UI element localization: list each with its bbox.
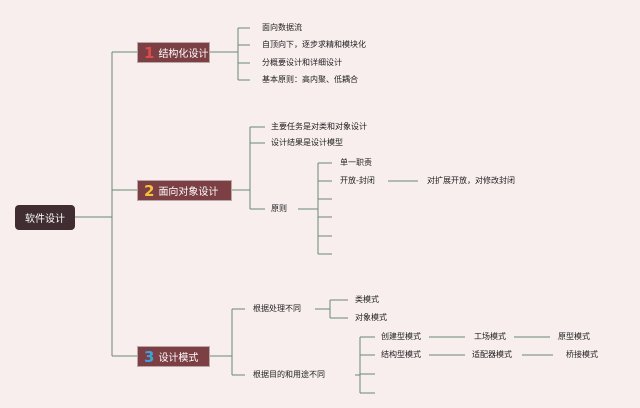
leaf-basic-principle: 基本原则：高内聚、低耦合 [262, 75, 358, 84]
leaf-by-purpose: 根据目的和用途不同 [253, 370, 325, 379]
leaf-design-result: 设计结果是设计模型 [271, 138, 343, 147]
leaf-prototype: 原型模式 [558, 332, 590, 341]
leaf-top-down: 自顶向下，逐步求精和模块化 [262, 40, 366, 49]
leaf-open-closed-desc: 对扩展开放，对修改封闭 [427, 176, 515, 185]
number-1-icon: 1 [144, 43, 155, 62]
leaf-class-pattern: 类模式 [355, 295, 379, 304]
branch-oo-design: 2 面向对象设计 [137, 180, 232, 201]
root-node: 软件设计 [15, 205, 75, 230]
leaf-structural: 结构型模式 [381, 350, 421, 359]
leaf-object-pattern: 对象模式 [355, 313, 387, 322]
branch-label: 面向对象设计 [158, 187, 219, 198]
leaf-open-closed: 开放-封闭 [340, 176, 375, 185]
leaf-by-processing: 根据处理不同 [253, 304, 301, 313]
leaf-principles: 原则 [271, 204, 287, 213]
leaf-factory: 工场模式 [474, 332, 506, 341]
leaf-single-responsibility: 单一职责 [340, 158, 372, 167]
leaf-bridge: 桥接模式 [566, 350, 598, 359]
root-label: 软件设计 [25, 214, 65, 225]
branch-label: 结构化设计 [158, 49, 209, 60]
leaf-outline-detail: 分概要设计和详细设计 [262, 58, 342, 67]
leaf-adapter: 适配器模式 [472, 350, 512, 359]
leaf-creational: 创建型模式 [381, 332, 421, 341]
branch-label: 设计模式 [158, 353, 199, 364]
leaf-main-task: 主要任务是对类和对象设计 [271, 122, 367, 131]
branch-design-patterns: 3 设计模式 [137, 346, 210, 367]
branch-structured-design: 1 结构化设计 [137, 42, 210, 63]
number-2-icon: 2 [144, 181, 155, 200]
number-3-icon: 3 [144, 347, 155, 366]
leaf-data-flow: 面向数据流 [262, 23, 302, 32]
